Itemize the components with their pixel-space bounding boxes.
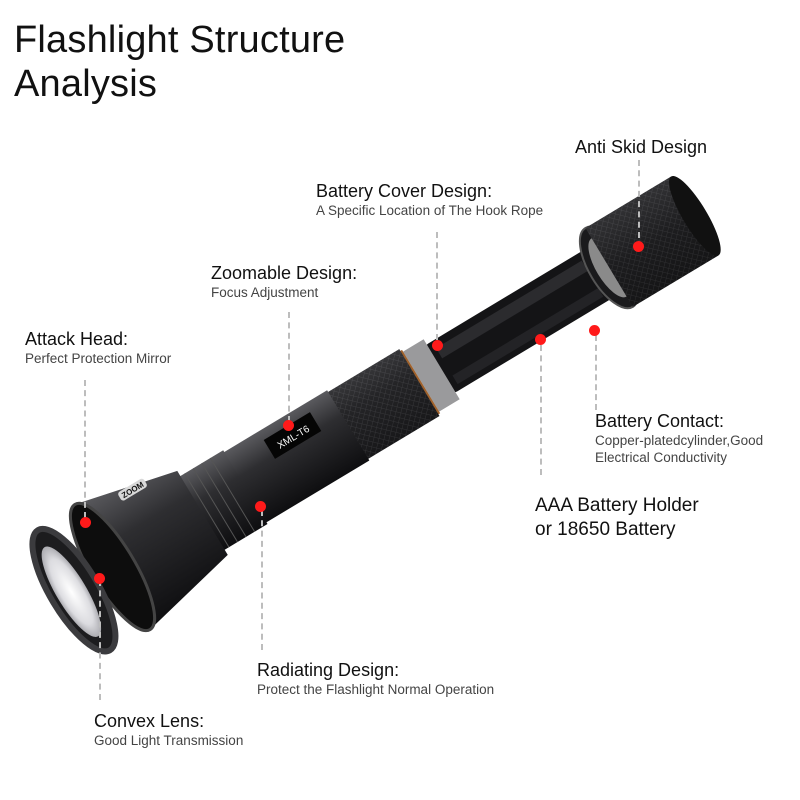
callout-subtext: Protect the Flashlight Normal Operation: [257, 682, 495, 697]
leader-zoomable: [288, 312, 290, 422]
marker-radiating: [254, 500, 266, 512]
callout-radiating: Radiating Design: Protect the Flashlight…: [257, 659, 494, 698]
callout-line-2: or 18650 Battery: [535, 519, 676, 540]
marker-attack-head: [79, 516, 91, 528]
leader-battery-contact: [595, 335, 597, 410]
callout-subtext: Good Light Transmission: [94, 733, 244, 748]
callout-heading: Battery Cover Design:: [316, 181, 493, 201]
marker-anti-skid: [632, 240, 644, 252]
callout-zoomable: Zoomable Design: Focus Adjustment: [211, 262, 357, 301]
callout-convex-lens: Convex Lens: Good Light Transmission: [94, 710, 243, 749]
callout-anti-skid: Anti Skid Design: [575, 136, 707, 158]
callout-subtext: Perfect Protection Mirror: [25, 351, 172, 366]
page-title: Flashlight Structure Analysis: [14, 18, 345, 106]
callout-battery-contact: Battery Contact: Copper-platedcylinder,G…: [595, 410, 763, 466]
callout-heading: Convex Lens:: [94, 711, 205, 731]
callout-subtext-1: Copper-platedcylinder,Good: [595, 433, 764, 448]
callout-battery-holder: AAA Battery Holder or 18650 Battery: [535, 494, 699, 542]
leader-battery-cover: [436, 232, 438, 340]
callout-battery-cover: Battery Cover Design: A Specific Locatio…: [316, 180, 543, 219]
callout-heading: Battery Contact:: [595, 411, 725, 431]
marker-zoomable: [282, 419, 294, 431]
marker-battery-contact: [588, 324, 600, 336]
callout-attack-head: Attack Head: Perfect Protection Mirror: [25, 328, 171, 367]
leader-anti-skid: [638, 160, 640, 238]
marker-battery-cover: [431, 339, 443, 351]
leader-battery-holder: [540, 345, 542, 475]
title-line-1: Flashlight Structure: [14, 19, 346, 61]
callout-line-1: AAA Battery Holder: [535, 495, 699, 516]
leader-radiating: [261, 510, 263, 650]
callout-heading: Radiating Design:: [257, 660, 400, 680]
callout-subtext: Focus Adjustment: [211, 285, 319, 300]
leader-attack-head: [84, 380, 86, 518]
callout-subtext: A Specific Location of The Hook Rope: [316, 203, 544, 218]
leader-convex-lens: [99, 580, 101, 700]
callout-heading: Attack Head:: [25, 329, 129, 349]
title-line-2: Analysis: [14, 63, 158, 105]
marker-convex-lens: [93, 572, 105, 584]
callout-heading: Anti Skid Design: [575, 137, 708, 157]
marker-battery-holder: [534, 333, 546, 345]
callout-heading: Zoomable Design:: [211, 263, 358, 283]
callout-subtext-2: Electrical Conductivity: [595, 450, 728, 465]
